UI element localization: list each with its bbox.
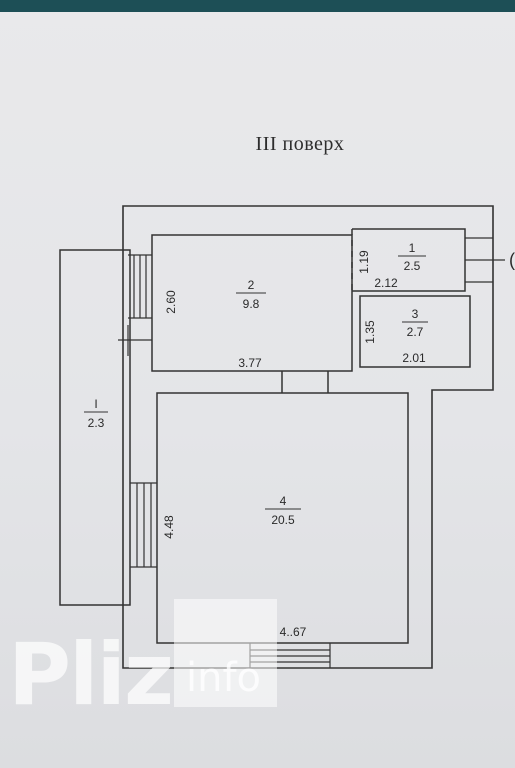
- dim-room-1-width: 2.12: [374, 276, 398, 290]
- room-4-area: 20.5: [271, 513, 295, 527]
- room-3-outline: [359, 295, 471, 368]
- room-3-number: 3: [412, 307, 419, 321]
- dim-room-3-width: 2.01: [402, 351, 426, 365]
- dim-room-4-height: 4.48: [162, 515, 176, 539]
- room-1-area: 2.5: [404, 259, 421, 273]
- watermark-box: [174, 599, 277, 707]
- room-3-area: 2.7: [407, 325, 424, 339]
- outer-wall: [122, 205, 494, 669]
- dim-room-2-height: 2.60: [164, 290, 178, 314]
- cut-mark: (: [509, 250, 515, 270]
- window-room-4: [130, 482, 157, 568]
- balcony-outline: [59, 249, 131, 606]
- dim-room-1-height: 1.19: [357, 250, 371, 274]
- floor-title: ІІІ поверх: [255, 133, 345, 155]
- top-bar: [0, 0, 515, 12]
- dim-room-2-width: 3.77: [238, 356, 262, 370]
- room-4-number: 4: [280, 494, 287, 508]
- balcony-area: 2.3: [88, 416, 105, 430]
- window-room-1: [465, 237, 505, 283]
- watermark-suffix: info: [186, 655, 262, 701]
- balcony-number: I: [94, 397, 97, 411]
- dim-room-4-width: 4..67: [280, 625, 307, 639]
- room-1-number: 1: [409, 241, 416, 255]
- room-2-number: 2: [248, 278, 255, 292]
- room-2-area: 9.8: [243, 297, 260, 311]
- dim-room-3-height: 1.35: [363, 320, 377, 344]
- room-2-outline: [151, 234, 353, 372]
- watermark-logo: Pliz: [8, 625, 174, 725]
- window-room-2: [128, 254, 152, 319]
